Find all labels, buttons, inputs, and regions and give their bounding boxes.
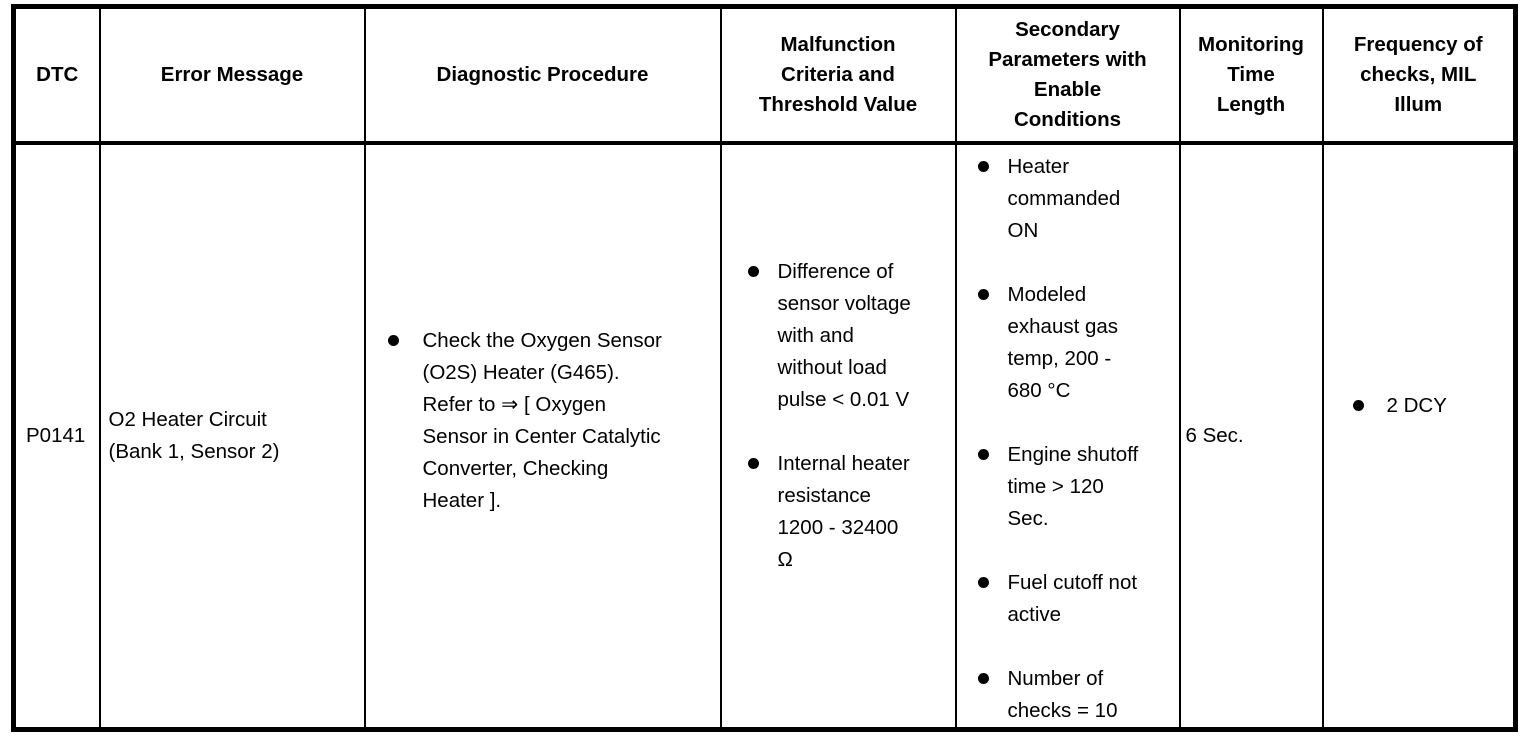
list-item-text: Engine shutoff time > 120 Sec. — [1007, 443, 1139, 530]
list-item-text: Check the Oxygen Sensor (O2S) Heater (G4… — [422, 329, 662, 512]
list-item-text: Internal heater resistance 1200 - 32400 … — [777, 452, 910, 571]
dtc-table-container: DTC Error Message Diagnostic Procedure M… — [11, 4, 1518, 732]
list-item: Fuel cutoff not active — [958, 567, 1178, 631]
table-row: P0141 O2 Heater Circuit (Bank 1, Sensor … — [12, 142, 1517, 731]
bullet-icon — [977, 161, 989, 172]
list-item-text: 2 DCY — [1386, 394, 1447, 417]
list-item: Difference of sensor voltage with and wi… — [723, 256, 954, 416]
list-item: 2 DCY — [1325, 390, 1514, 422]
list-item: Check the Oxygen Sensor (O2S) Heater (G4… — [367, 325, 719, 517]
malfunction-criteria-list: Difference of sensor voltage with and wi… — [723, 256, 954, 576]
cell-secondary-parameters: Heater commanded ON Modeled exhaust gas … — [954, 142, 1181, 731]
list-item: Internal heater resistance 1200 - 32400 … — [723, 448, 954, 576]
dtc-table: DTC Error Message Diagnostic Procedure M… — [11, 4, 1518, 732]
column-header-monitoring-time: Monitoring Time Length — [1178, 5, 1324, 145]
column-header-secondary-parameters: Secondary Parameters with Enable Conditi… — [954, 5, 1181, 145]
bullet-icon — [977, 673, 989, 684]
frequency-list: 2 DCY — [1325, 390, 1514, 422]
monitoring-time-text: 6 Sec. — [1185, 424, 1244, 447]
bullet-icon — [977, 449, 989, 460]
diagnostic-procedure-list: Check the Oxygen Sensor (O2S) Heater (G4… — [367, 325, 719, 517]
list-item: Number of checks = 10 — [958, 663, 1178, 727]
header-row: DTC Error Message Diagnostic Procedure M… — [12, 5, 1517, 145]
bullet-icon — [747, 266, 759, 277]
list-item-text: Fuel cutoff not active — [1007, 571, 1138, 626]
bullet-icon — [747, 458, 759, 469]
cell-malfunction-criteria: Difference of sensor voltage with and wi… — [719, 142, 957, 731]
list-item: Modeled exhaust gas temp, 200 - 680 °C — [958, 279, 1178, 407]
column-header-diagnostic-procedure: Diagnostic Procedure — [363, 5, 722, 145]
cell-monitoring-time: 6 Sec. — [1178, 142, 1324, 731]
cell-frequency: 2 DCY — [1321, 142, 1517, 731]
secondary-parameters-list: Heater commanded ON Modeled exhaust gas … — [958, 145, 1178, 727]
dtc-code: P0141 — [26, 424, 86, 447]
list-item: Engine shutoff time > 120 Sec. — [958, 439, 1178, 535]
list-item-text: Number of checks = 10 — [1007, 667, 1118, 722]
column-header-error-message: Error Message — [98, 5, 366, 145]
error-message-text: O2 Heater Circuit (Bank 1, Sensor 2) — [108, 408, 280, 463]
list-item: Heater commanded ON — [958, 151, 1178, 247]
cell-error-message: O2 Heater Circuit (Bank 1, Sensor 2) — [98, 142, 366, 731]
cell-diagnostic-procedure: Check the Oxygen Sensor (O2S) Heater (G4… — [363, 142, 722, 731]
bullet-icon — [977, 577, 989, 588]
bullet-icon — [387, 335, 399, 346]
column-header-dtc: DTC — [12, 5, 101, 145]
list-item-text: Heater commanded ON — [1007, 155, 1121, 242]
list-item-text: Modeled exhaust gas temp, 200 - 680 °C — [1007, 283, 1119, 402]
column-header-malfunction-criteria: Malfunction Criteria and Threshold Value — [719, 5, 957, 145]
cell-dtc-code: P0141 — [12, 142, 101, 731]
column-header-frequency: Frequency of checks, MIL Illum — [1321, 5, 1517, 145]
list-item-text: Difference of sensor voltage with and wi… — [777, 260, 911, 411]
bullet-icon — [1352, 400, 1364, 411]
bullet-icon — [977, 289, 989, 300]
